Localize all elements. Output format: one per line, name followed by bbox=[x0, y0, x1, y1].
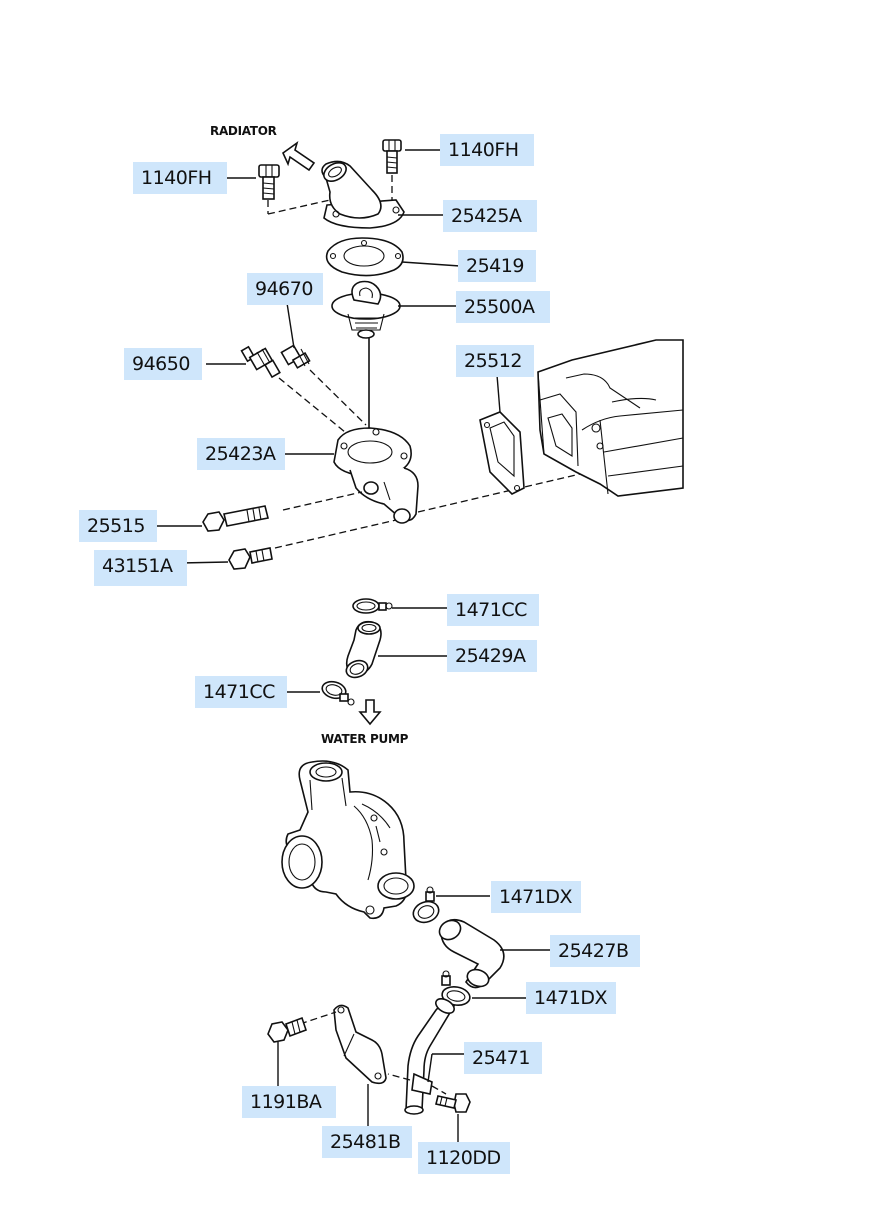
part-label-1471cc-lower[interactable]: 1471CC bbox=[195, 676, 287, 708]
part-label-25500a[interactable]: 25500A bbox=[456, 291, 550, 323]
part-label-94670[interactable]: 94670 bbox=[247, 273, 323, 305]
water-pump-caption: WATER PUMP bbox=[321, 732, 409, 746]
thermostat-housing-drawing bbox=[274, 427, 581, 549]
part-label-25419[interactable]: 25419 bbox=[458, 250, 536, 282]
radiator-direction-arrow-icon bbox=[281, 141, 316, 172]
radiator-caption: RADIATOR bbox=[210, 124, 277, 138]
part-label-1140fh-top-right[interactable]: 1140FH bbox=[440, 134, 534, 166]
manifold-drawing bbox=[537, 339, 684, 497]
part-label-25429a[interactable]: 25429A bbox=[447, 640, 537, 672]
pipe-25471-drawing bbox=[387, 997, 456, 1115]
part-label-1471dx-upper[interactable]: 1471DX bbox=[491, 881, 581, 913]
hose-25427b-drawing bbox=[438, 918, 505, 989]
clamp-1471dx-upper-drawing bbox=[412, 886, 440, 924]
clamp-1471cc-upper-drawing bbox=[352, 598, 393, 614]
part-label-1140fh-top-left[interactable]: 1140FH bbox=[133, 162, 227, 194]
leader-lines bbox=[152, 149, 550, 1142]
gasket-25419-drawing bbox=[325, 237, 404, 277]
part-label-25471[interactable]: 25471 bbox=[464, 1042, 542, 1074]
part-label-43151a[interactable]: 43151A bbox=[94, 550, 187, 586]
part-label-1471cc-upper[interactable]: 1471CC bbox=[447, 594, 539, 626]
part-label-25515[interactable]: 25515 bbox=[79, 510, 157, 542]
part-label-1471dx-lower[interactable]: 1471DX bbox=[526, 982, 616, 1014]
hose-25429a-drawing bbox=[345, 620, 382, 679]
part-label-1120dd[interactable]: 1120DD bbox=[418, 1142, 510, 1174]
part-label-25481b[interactable]: 25481B bbox=[322, 1126, 412, 1158]
part-label-25512[interactable]: 25512 bbox=[456, 345, 534, 377]
bolt-1120dd-drawing bbox=[435, 1093, 471, 1113]
part-label-94650[interactable]: 94650 bbox=[124, 348, 202, 380]
bolt-25515-drawing bbox=[202, 505, 269, 532]
bracket-25481b-drawing bbox=[299, 1004, 387, 1085]
bolt-1140fh-top-right-drawing bbox=[382, 139, 402, 210]
part-label-25423a[interactable]: 25423A bbox=[197, 438, 285, 470]
clamp-1471cc-lower-drawing bbox=[321, 680, 355, 706]
gasket-25512-drawing bbox=[479, 411, 525, 495]
bolt-1191ba-drawing bbox=[267, 1016, 308, 1043]
thermostat-drawing bbox=[331, 280, 401, 432]
water-outlet-fitting-drawing bbox=[321, 160, 405, 229]
water-pump-direction-arrow-icon bbox=[358, 699, 382, 726]
stud-43151a-drawing bbox=[228, 547, 273, 570]
part-label-25427b[interactable]: 25427B bbox=[550, 935, 640, 967]
part-label-25425a[interactable]: 25425A bbox=[443, 200, 537, 232]
sensor-94650-drawing bbox=[240, 345, 346, 433]
bolt-1140fh-top-left-drawing bbox=[258, 164, 331, 215]
sender-94670-drawing bbox=[280, 344, 367, 426]
part-label-1191ba[interactable]: 1191BA bbox=[242, 1086, 336, 1118]
water-pump-drawing bbox=[281, 760, 415, 920]
